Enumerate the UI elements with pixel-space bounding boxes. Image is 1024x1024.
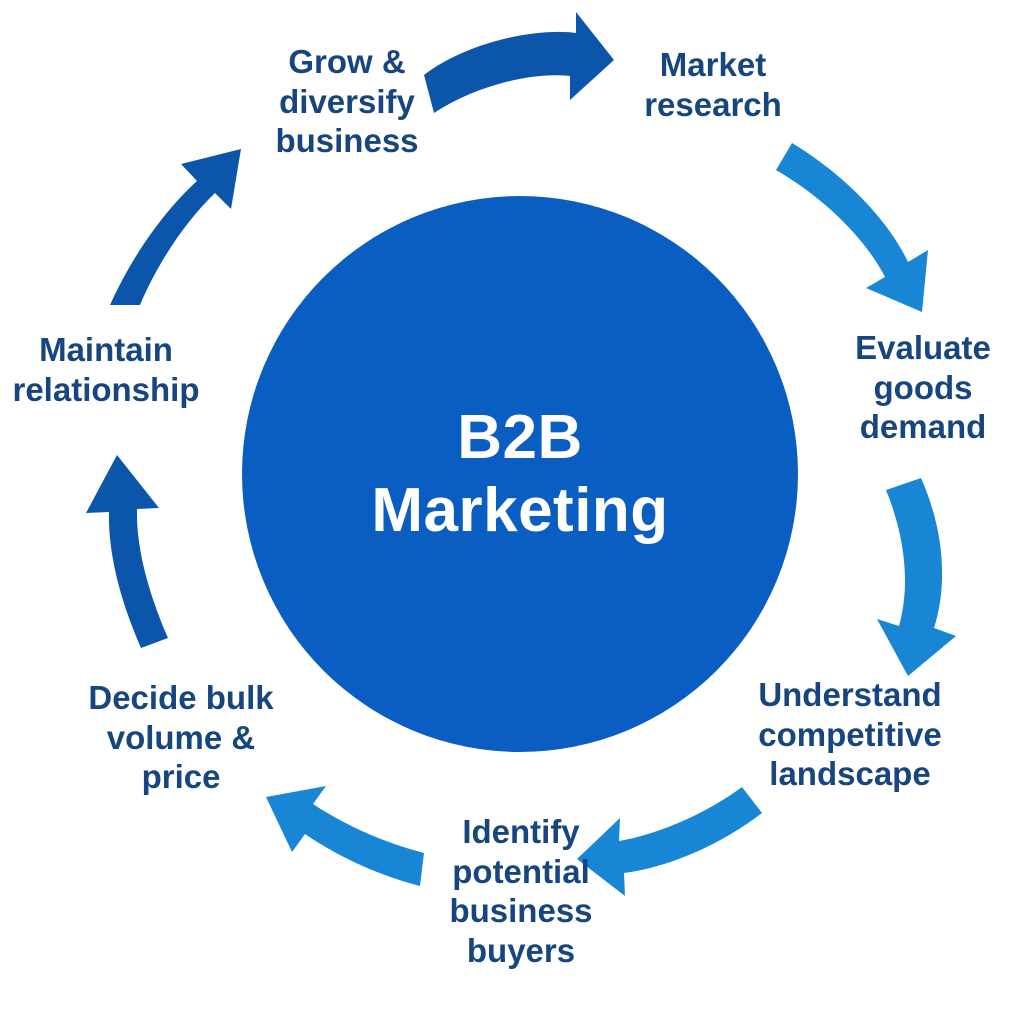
step-label-understand-competitive-landscape: Understand competitive landscape <box>758 676 942 793</box>
hub-circle: B2B Marketing <box>242 196 798 752</box>
hub-title-line2: Marketing <box>371 476 669 545</box>
step-label-evaluate-goods-demand: Evaluate goods demand <box>855 329 991 446</box>
arrow-evaluate-to-understand <box>877 478 956 676</box>
step-label-decide-bulk-volume-price: Decide bulk volume & price <box>88 679 274 796</box>
arrow-maintain-to-grow <box>110 149 241 305</box>
step-label-maintain-relationship: Maintain relationship <box>12 331 200 408</box>
hub-title-line1: B2B <box>457 402 583 472</box>
step-label-grow-diversify-business: Grow & diversify business <box>275 43 419 160</box>
arrow-grow-to-market <box>424 12 614 113</box>
step-label-market-research: Market research <box>644 46 782 123</box>
arrow-market-to-evaluate <box>776 143 928 312</box>
arrow-identify-to-decide <box>266 786 424 886</box>
step-label-identify-potential-business-buyers: Identify potential business buyers <box>449 813 593 969</box>
arrow-decide-to-maintain <box>86 455 168 648</box>
arrow-understand-to-identify <box>577 787 762 896</box>
